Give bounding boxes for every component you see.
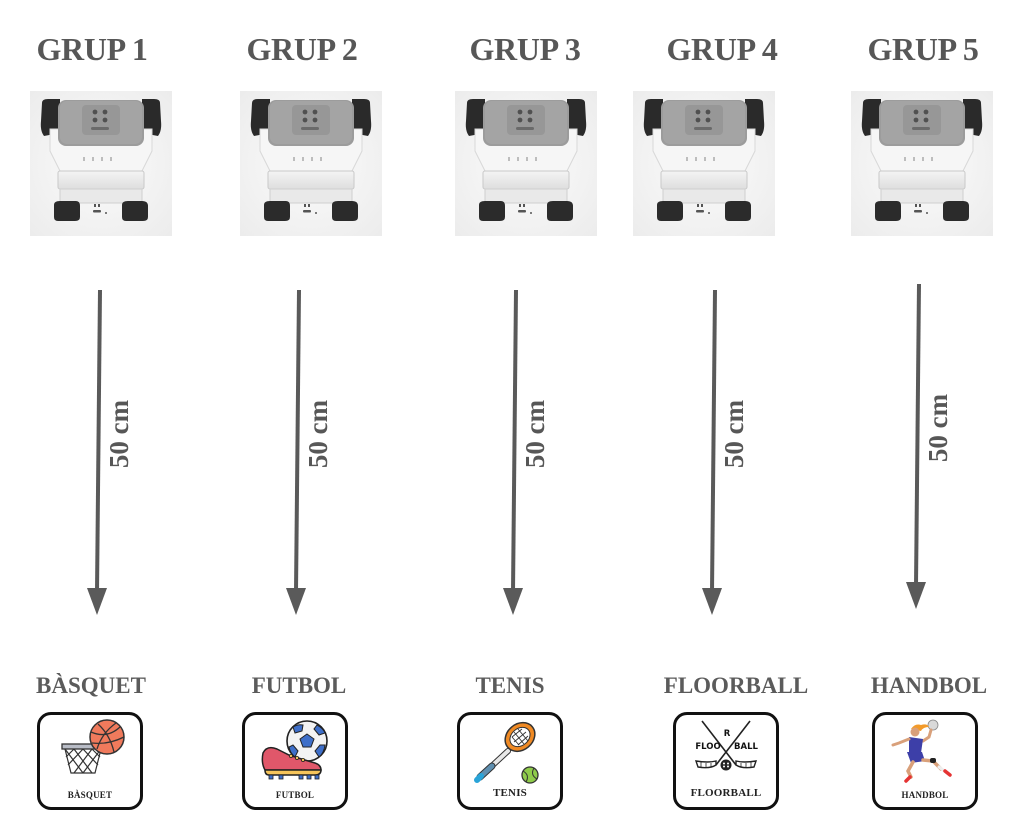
group-3-distance-label: 50 cm <box>520 399 550 469</box>
group-1-distance-label: 50 cm <box>104 399 134 469</box>
sport-title-tenis: TENIS <box>475 673 545 698</box>
sport-title-floorball: FLOORBALL <box>663 673 809 698</box>
card-caption-handbol: HANDBOL <box>901 790 949 800</box>
robot-icon <box>240 91 382 236</box>
group-1-title: GRUP 1 <box>36 31 148 67</box>
card-caption-futbol: FUTBOL <box>275 790 315 800</box>
sport-title-handbol: HANDBOL <box>870 673 988 698</box>
card-caption-tenis: TENIS <box>492 787 528 799</box>
robot-icon <box>455 91 597 236</box>
group-5-distance-label: 50 cm <box>923 393 953 463</box>
group-2-robot-image <box>240 91 382 236</box>
robot-icon <box>30 91 172 236</box>
robot-icon <box>851 91 993 236</box>
group-5-title: GRUP 5 <box>867 31 979 67</box>
floorball-logo-right: BALL <box>734 742 758 752</box>
card-caption-basquet: BÀSQUET <box>67 790 113 800</box>
sport-card-basquet: BÀSQUET <box>37 712 143 810</box>
robot-icon <box>633 91 775 236</box>
group-2-title: GRUP 2 <box>246 31 358 67</box>
group-4-distance-label: 50 cm <box>719 399 749 469</box>
sport-card-floorball: FLOO R BALL FLOORBALL <box>673 712 779 810</box>
floorball-sticks-icon: FLOO R BALL <box>694 720 759 771</box>
group-3-title: GRUP 3 <box>469 31 581 67</box>
sport-title-futbol: FUTBOL <box>251 673 347 698</box>
sport-card-tenis: TENIS <box>457 712 563 810</box>
group-1-robot-image <box>30 91 172 236</box>
basketball-hoop-icon <box>61 719 125 774</box>
soccer-ball-boot-icon <box>261 720 328 780</box>
group-4-robot-image <box>633 91 775 236</box>
sport-card-handbol: HANDBOL <box>872 712 978 810</box>
floorball-logo-left: FLOO <box>695 742 720 752</box>
group-5-robot-image <box>851 91 993 236</box>
group-4-title: GRUP 4 <box>666 31 778 67</box>
floorball-logo-top: R <box>724 729 731 739</box>
group-3-robot-image <box>455 91 597 236</box>
group-2-distance-label: 50 cm <box>303 399 333 469</box>
tennis-racket-ball-icon <box>474 721 539 784</box>
card-caption-floorball: FLOORBALL <box>690 787 762 799</box>
sport-card-futbol: FUTBOL <box>242 712 348 810</box>
sport-title-basquet: BÀSQUET <box>36 673 146 698</box>
handball-player-icon <box>891 719 952 783</box>
